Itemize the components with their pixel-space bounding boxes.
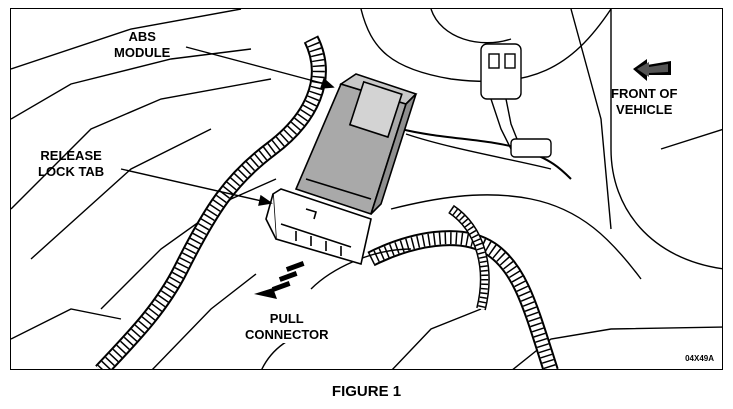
figure-caption: FIGURE 1	[331, 383, 402, 400]
front-of-vehicle-arrow	[633, 59, 671, 81]
leader-lines	[120, 46, 335, 206]
release-lock-tab-label-line2: LOCK TAB	[38, 164, 105, 179]
abs-module-label: ABS MODULE	[114, 29, 170, 61]
front-of-vehicle-label-line2: VEHICLE	[616, 102, 673, 117]
pull-arrow	[254, 261, 305, 299]
pull-connector-label: PULL CONNECTOR	[241, 311, 333, 343]
front-of-vehicle-label: FRONT OF VEHICLE	[611, 86, 677, 118]
sensor-connector	[480, 43, 552, 158]
abs-module-label-line2: MODULE	[114, 45, 171, 60]
pull-connector-label-line2: CONNECTOR	[245, 327, 329, 342]
release-lock-tab-label: RELEASE LOCK TAB	[38, 148, 104, 180]
front-of-vehicle-label-line1: FRONT OF	[611, 86, 678, 101]
release-lock-tab-label-line1: RELEASE	[40, 148, 102, 163]
figure-frame: ABS MODULE RELEASE LOCK TAB FRONT OF VEH…	[10, 8, 723, 370]
abs-module	[294, 73, 418, 216]
abs-module-label-line1: ABS	[128, 29, 156, 44]
engine-bay-illustration	[11, 9, 722, 369]
pull-connector-label-line1: PULL	[269, 311, 304, 326]
figure-code: 04X49A	[685, 354, 714, 363]
